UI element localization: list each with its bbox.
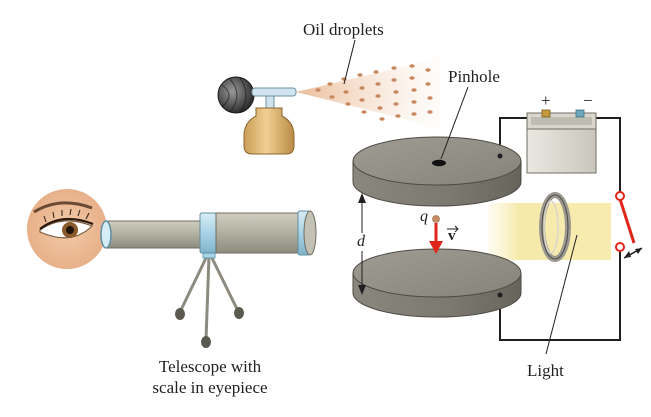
oil-droplet (359, 86, 365, 90)
oil-droplet (327, 82, 333, 86)
charged-droplet: q v (420, 208, 459, 254)
separation-label: d (357, 233, 366, 250)
pinhole (432, 159, 446, 167)
light-source (488, 192, 611, 262)
telescope (100, 210, 317, 348)
pinhole-label: Pinhole (448, 67, 500, 86)
oil-droplet (411, 88, 417, 92)
oil-droplet (411, 100, 417, 104)
oil-droplet (345, 102, 351, 106)
light-beam (488, 203, 611, 260)
light-label: Light (527, 361, 564, 380)
oil-droplet (359, 98, 365, 102)
oil-droplet (391, 78, 397, 82)
oil-droplet (425, 68, 431, 72)
observer-eye (27, 189, 107, 269)
annotations: Oil droplets Pinhole Telescope with scal… (152, 20, 578, 397)
atomizer-bulb (217, 76, 255, 114)
battery-plus-label: + (541, 91, 551, 110)
battery-positive-terminal (541, 109, 551, 118)
oil-droplet (329, 95, 335, 99)
oil-droplet (411, 112, 417, 116)
atomizer-nozzle (251, 87, 297, 97)
oil-droplets-label: Oil droplets (303, 20, 384, 39)
oil-droplet (409, 76, 415, 80)
oil-bottle (243, 107, 295, 155)
battery: + − (526, 91, 597, 174)
telescope-mount-band (199, 212, 217, 254)
oil-droplet (391, 66, 397, 70)
spray-cone (296, 58, 440, 128)
oil-droplets (315, 64, 433, 121)
oil-droplet (425, 82, 431, 86)
top-plate (352, 136, 522, 207)
oil-droplet (409, 64, 415, 68)
tripod-leg-left (178, 255, 209, 313)
battery-minus-label: − (583, 91, 593, 110)
velocity-label: v (448, 228, 456, 244)
oil-droplet (377, 106, 383, 110)
switch (615, 191, 643, 259)
oil-droplet (393, 90, 399, 94)
oil-droplet (361, 110, 367, 114)
separation-indicator: d (355, 193, 369, 295)
oil-droplet (343, 90, 349, 94)
oil-droplet (379, 117, 385, 121)
tripod-leg-center (204, 255, 211, 341)
oil-droplet (393, 102, 399, 106)
circuit-wire (499, 117, 621, 341)
oil-droplet (427, 96, 433, 100)
circuit: + − (499, 91, 643, 341)
oil-droplet (427, 110, 433, 114)
oil-droplet (375, 94, 381, 98)
eyepiece (100, 220, 112, 249)
bottom-plate (352, 248, 522, 318)
battery-negative-terminal (575, 109, 585, 118)
oil-droplet (395, 114, 401, 118)
oil-droplet (375, 82, 381, 86)
telescope-label-line2: scale in eyepiece (152, 378, 267, 397)
tripod-leg-right (209, 255, 240, 312)
charge-label: q (420, 208, 428, 225)
telescope-label-line1: Telescope with (159, 357, 262, 376)
oil-droplet (373, 70, 379, 74)
atomizer (217, 58, 440, 155)
oil-droplet (357, 73, 363, 77)
telescope-tube (105, 220, 211, 249)
oil-droplet (315, 88, 321, 92)
